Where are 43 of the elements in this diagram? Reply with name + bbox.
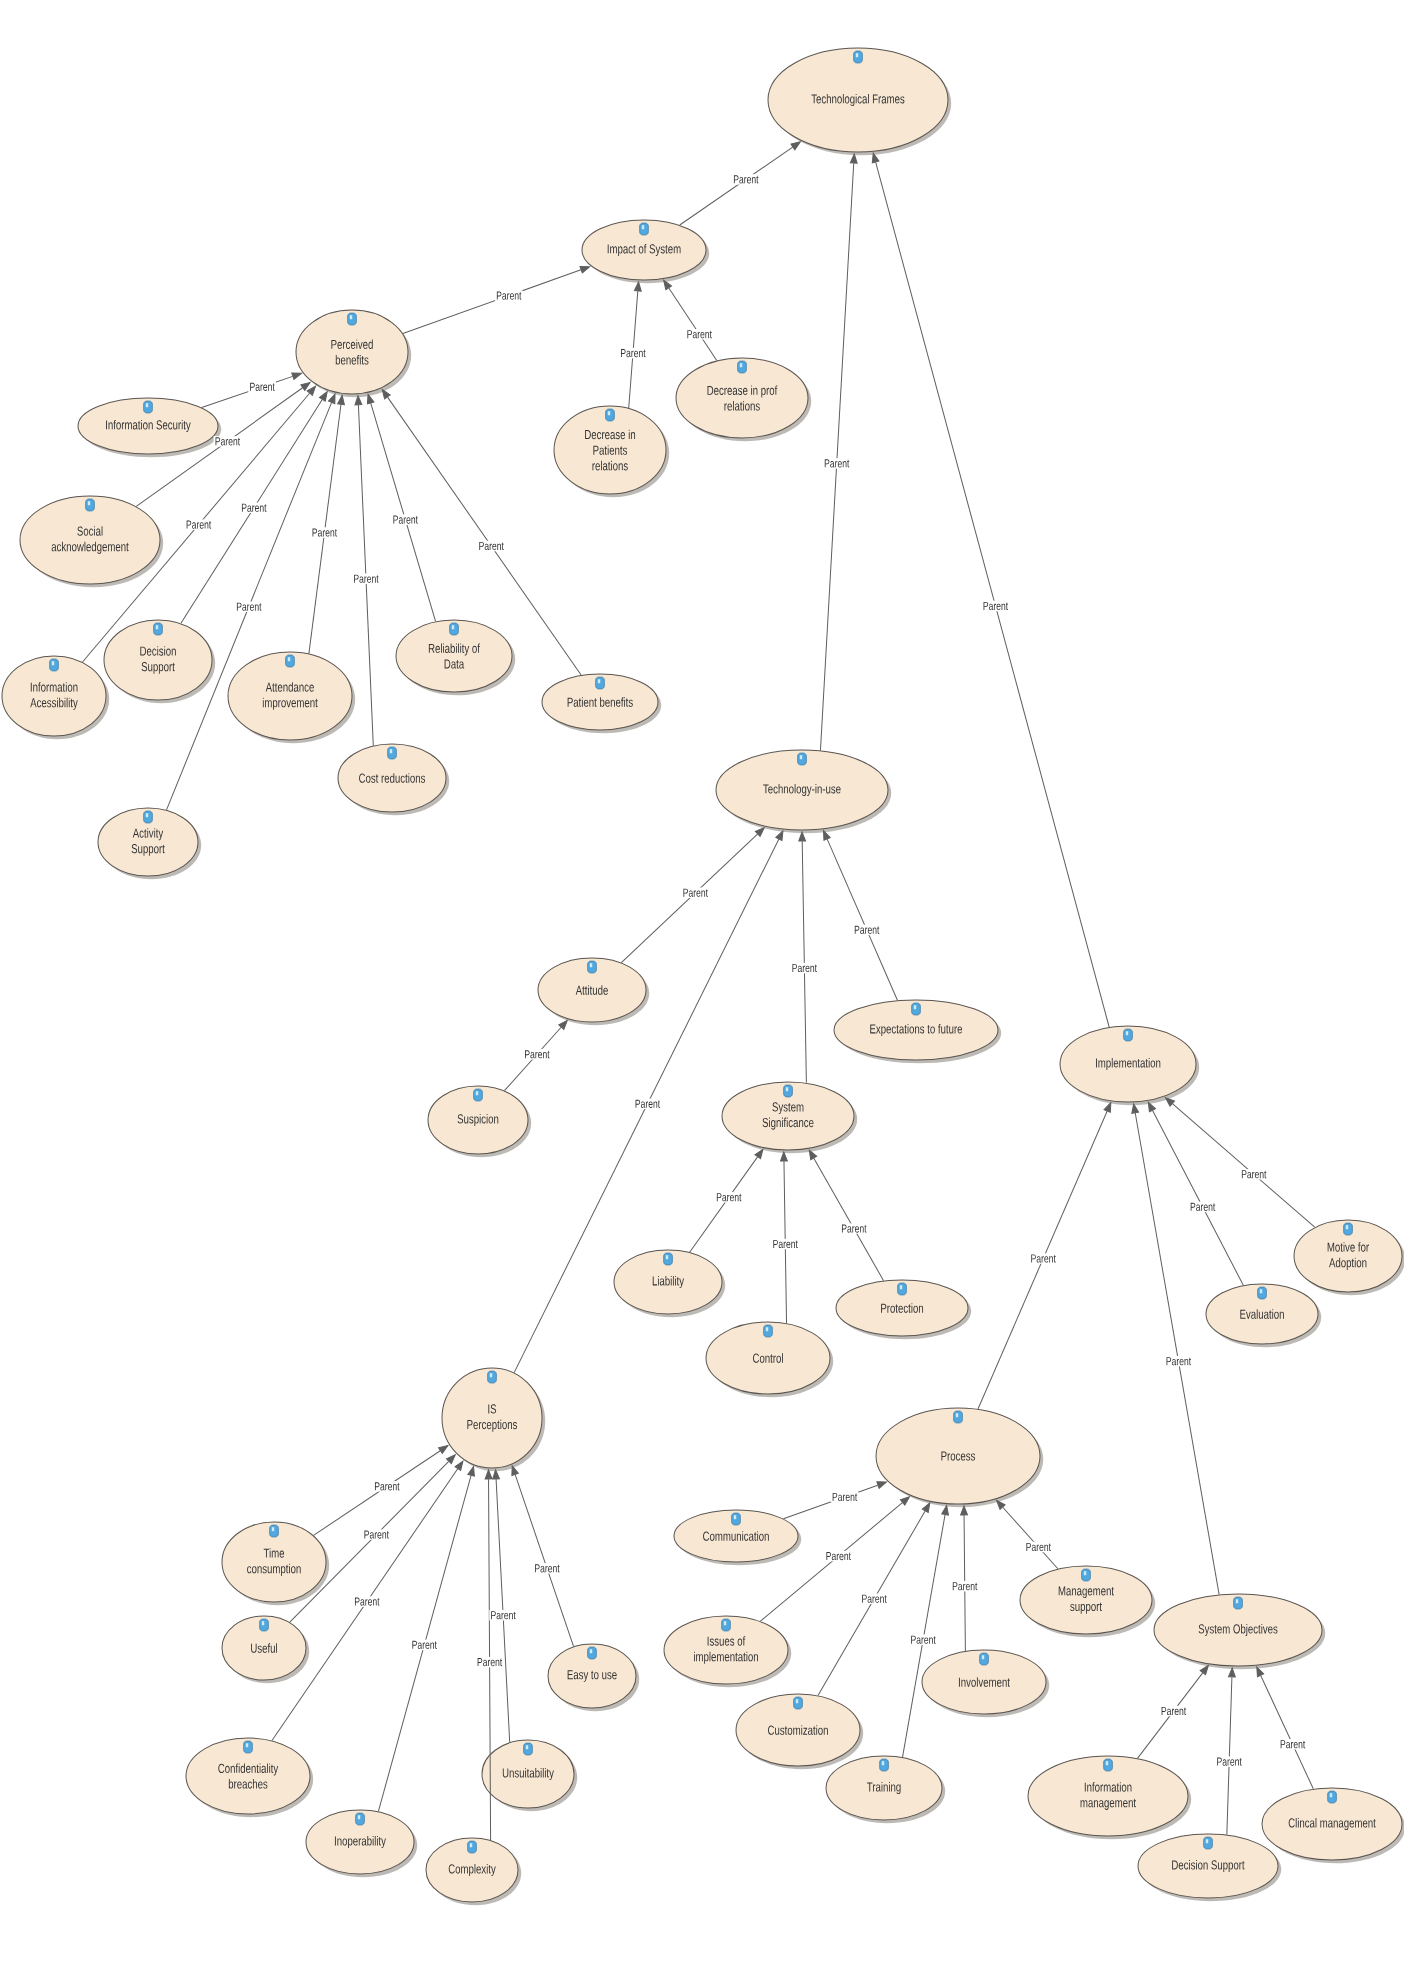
arrow: [1136, 1665, 1209, 1759]
arrow: [663, 279, 718, 362]
arrow: [180, 391, 328, 624]
arrow: [511, 1465, 575, 1647]
arrow: [503, 1019, 568, 1092]
arrow: [817, 1502, 931, 1696]
arrow: [1164, 1097, 1316, 1228]
arrow: [798, 831, 807, 1084]
arrow: [354, 395, 374, 747]
arrow: [271, 1460, 464, 1741]
arrow: [977, 1102, 1112, 1410]
arrow: [620, 827, 765, 964]
arrow: [289, 1454, 456, 1623]
arrow: [377, 1466, 475, 1812]
arrow: [1131, 1103, 1220, 1595]
arrow: [201, 372, 302, 409]
arrow: [313, 1445, 449, 1536]
arrow: [679, 141, 801, 226]
arrow: [135, 381, 311, 507]
arrow: [628, 281, 642, 409]
arrow: [689, 1148, 764, 1253]
arrow: [819, 153, 858, 751]
arrow: [366, 393, 437, 622]
arrow: [513, 830, 784, 1374]
arrow: [402, 266, 591, 334]
arrow: [308, 394, 345, 655]
arrow: [1256, 1666, 1314, 1790]
arrow: [996, 1499, 1059, 1570]
arrow: [381, 389, 582, 676]
arrow: [1226, 1667, 1236, 1836]
arrow: [759, 1496, 911, 1622]
arrow: [166, 393, 336, 811]
arrow: [492, 1469, 511, 1743]
arrow: [871, 152, 1110, 1028]
arrow: [902, 1505, 949, 1758]
arrow: [780, 1151, 788, 1324]
arrow: [808, 1149, 885, 1282]
arrow: [484, 1469, 493, 1841]
arrow: [1147, 1101, 1244, 1286]
arrow: [823, 830, 898, 1001]
arrow: [82, 385, 317, 663]
arrow: [782, 1481, 887, 1520]
arrow: [960, 1505, 968, 1652]
